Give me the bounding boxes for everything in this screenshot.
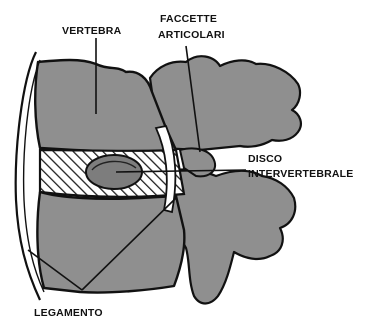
label-disco-line2: INTERVERTEBRALE [248,168,353,180]
label-disco-line1: DISCO [248,153,282,165]
label-legamento: LEGAMENTO [34,307,103,319]
label-faccette-line1: FACCETTE [160,13,217,25]
lower-vertebra [37,192,184,293]
label-faccette-line2: ARTICOLARI [158,29,225,41]
intervertebral-disc [40,150,184,197]
label-vertebra: VERTEBRA [62,25,122,37]
lower-posterior-processes [176,169,295,303]
upper-posterior-processes [150,56,301,150]
